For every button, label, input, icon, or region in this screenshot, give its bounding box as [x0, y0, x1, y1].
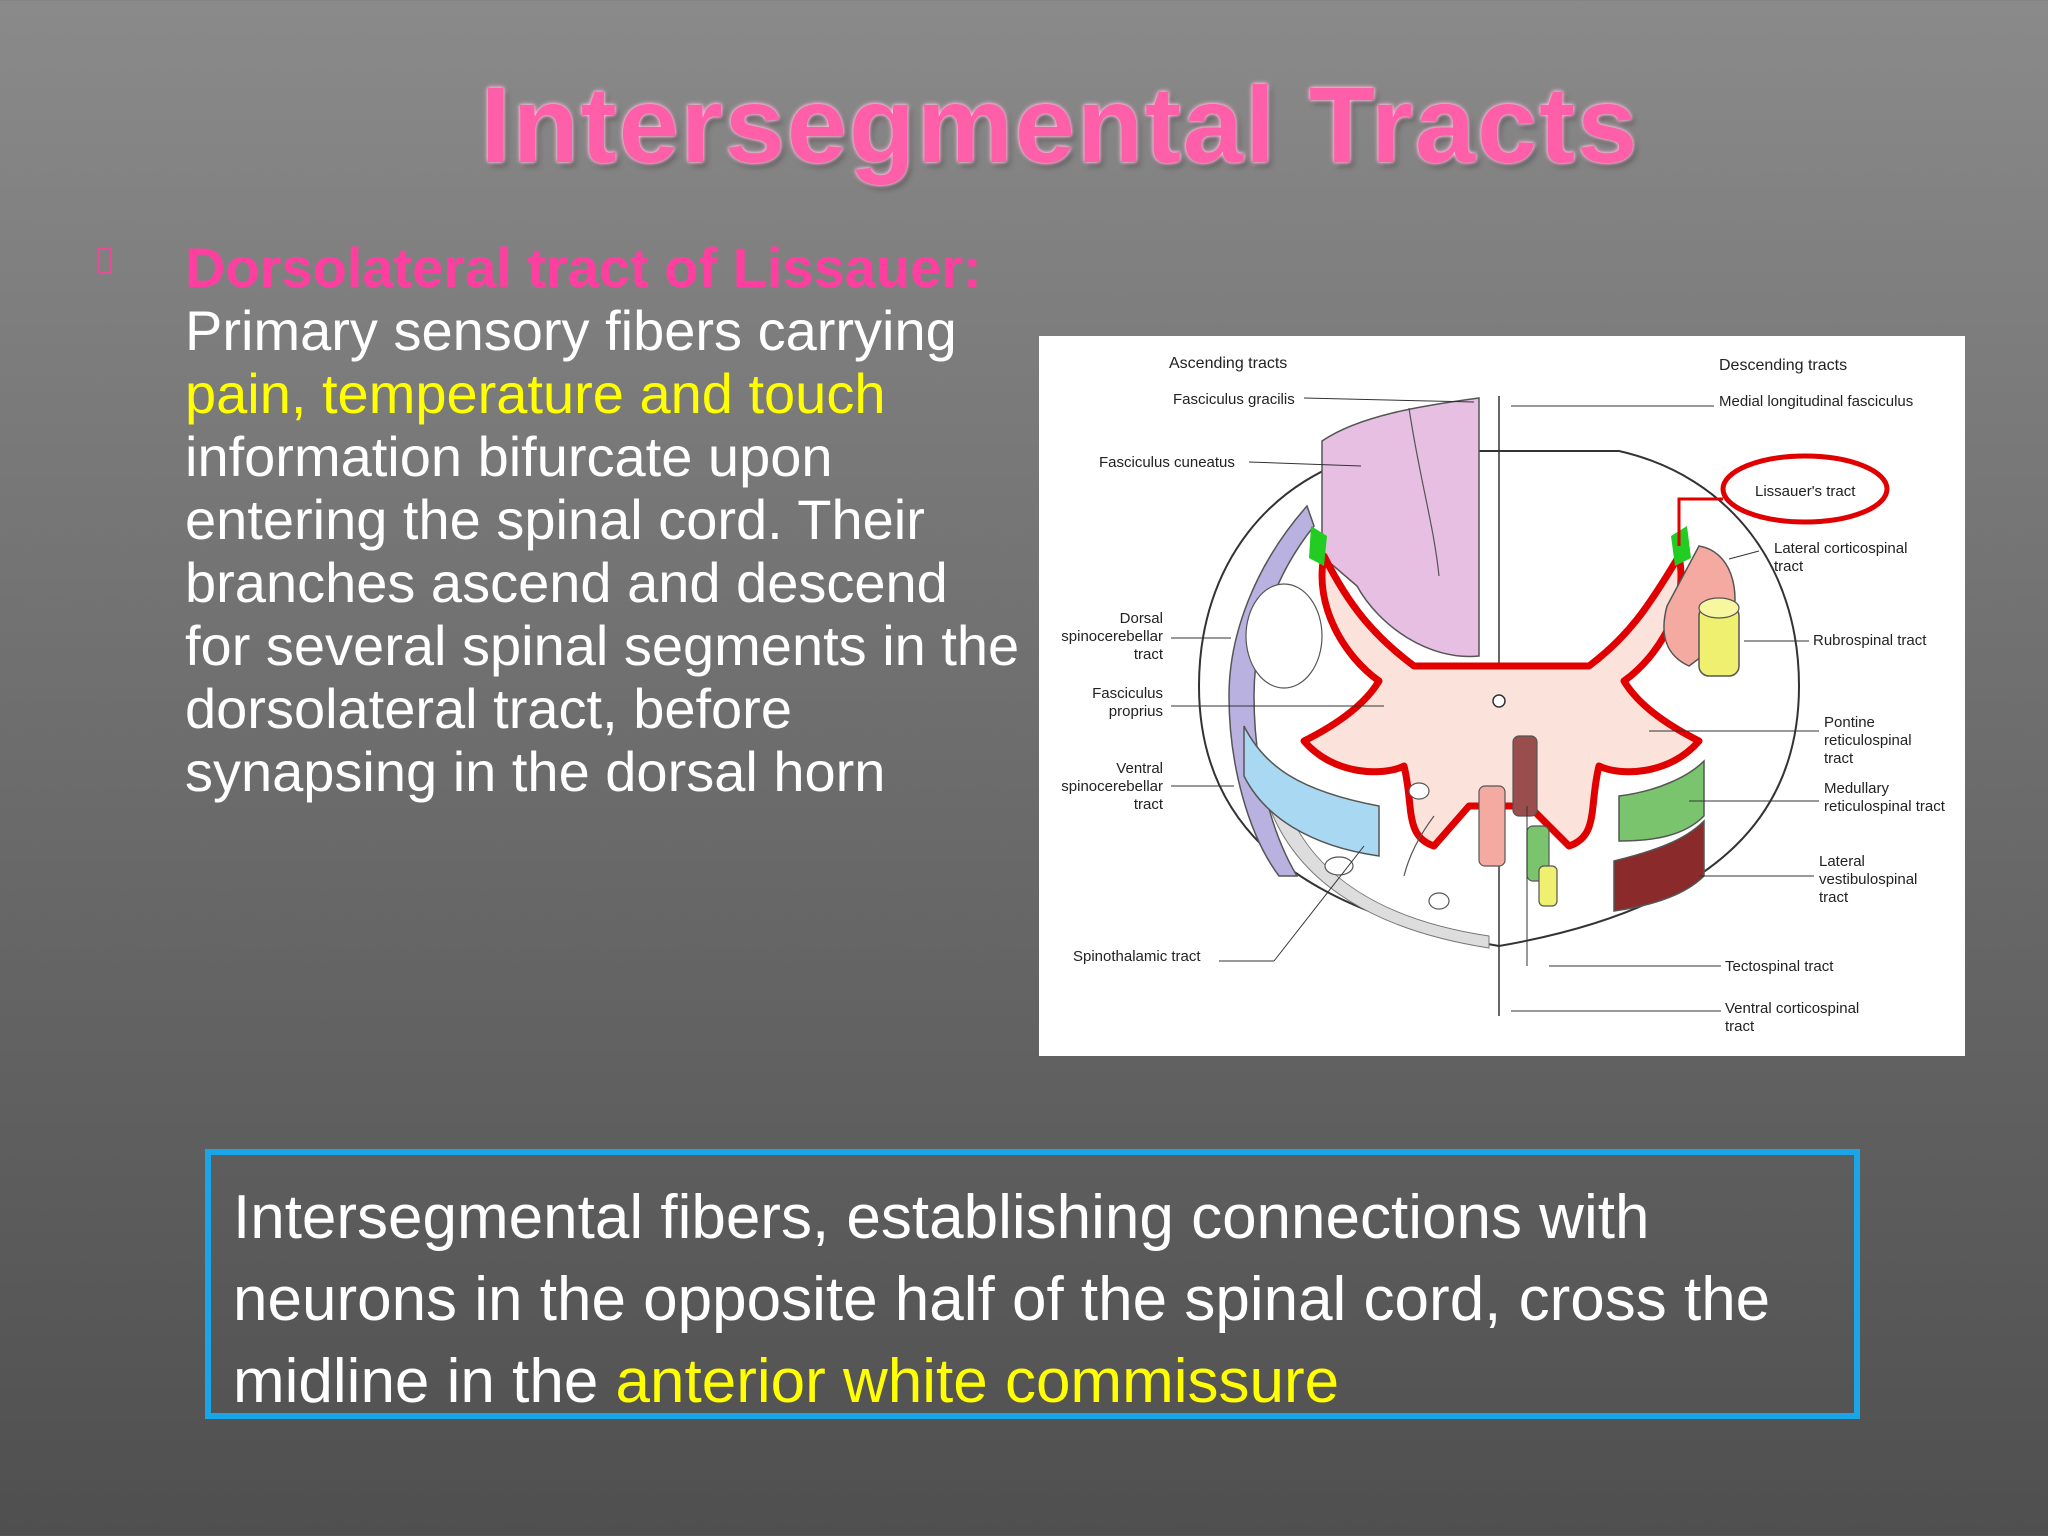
- tectospinal-region: [1478, 785, 1506, 867]
- label-lissauer: Lissauer's tract: [1755, 483, 1856, 500]
- label-medial-longitudinal: Medial longitudinal fasciculus: [1719, 393, 1913, 410]
- lissauer-pointer: [1677, 497, 1723, 546]
- label-medullary-2: reticulospinal tract: [1824, 798, 1946, 815]
- white-oval-1: [1245, 583, 1323, 689]
- cord-rim-dots: [1268, 800, 1490, 949]
- label-proprius-2: proprius: [1109, 703, 1163, 720]
- label-lateral-vs-2: vestibulospinal: [1819, 871, 1917, 888]
- bullet-text-part-1: Primary sensory fibers carrying: [185, 299, 957, 362]
- label-ventral-2: spinocerebellar: [1061, 778, 1163, 795]
- bullet-highlight: pain, temperature and touch: [185, 362, 886, 425]
- label-tectospinal: Tectospinal tract: [1725, 958, 1834, 975]
- lissauer-zone-right: [1671, 526, 1691, 566]
- label-ventral-cs-1: Ventral corticospinal: [1725, 1000, 1859, 1017]
- bullet-paragraph: Dorsolateral tract of Lissauer: Primary …: [185, 236, 1020, 803]
- label-pontine-2: reticulospinal: [1824, 732, 1912, 749]
- label-pontine-3: tract: [1824, 750, 1854, 767]
- lissauer-highlight-circle: [1720, 453, 1890, 525]
- callout-highlight: anterior white commissure: [615, 1347, 1340, 1416]
- ventral-spinocerebellar-region: [1243, 725, 1380, 857]
- label-dorsal-1: Dorsal: [1120, 610, 1163, 627]
- ventral-corticospinal-region: [1512, 735, 1538, 817]
- label-fasciculus-gracilis: Fasciculus gracilis: [1173, 391, 1295, 408]
- label-pontine-1: Pontine: [1824, 714, 1875, 731]
- lissauer-zone-left: [1309, 526, 1327, 566]
- label-lateral-vs-3: tract: [1819, 889, 1849, 906]
- leader-lines: [1171, 397, 1819, 1012]
- label-ventral-1: Ventral: [1116, 760, 1163, 777]
- bullet-marker-icon: [98, 248, 112, 274]
- small-yellow-region: [1538, 865, 1558, 907]
- central-canal: [1492, 694, 1506, 708]
- label-ventral-cs-2: tract: [1725, 1018, 1755, 1035]
- white-oval-2: [1408, 782, 1430, 800]
- label-lateral-cs-2: tract: [1774, 558, 1804, 575]
- bullet-term: Dorsolateral tract of Lissauer:: [185, 236, 982, 299]
- slide-title: Intersegmental Tracts: [480, 64, 1640, 185]
- callout-box: Intersegmental fibers, establishing conn…: [205, 1149, 1860, 1419]
- label-lateral-vs-1: Lateral: [1819, 853, 1865, 870]
- gracilis-divider: [1408, 407, 1440, 577]
- gracilis-region: [1321, 397, 1480, 658]
- white-oval-3: [1324, 856, 1354, 876]
- white-oval-4: [1428, 892, 1450, 910]
- rubrospinal-top: [1698, 597, 1740, 619]
- label-fasciculus-cuneatus: Fasciculus cuneatus: [1099, 454, 1235, 471]
- label-proprius-1: Fasciculus: [1092, 685, 1163, 702]
- callout-text: Intersegmental fibers, establishing conn…: [233, 1183, 1771, 1416]
- label-spinothalamic: Spinothalamic tract: [1073, 948, 1201, 965]
- white-streak: [1403, 815, 1435, 877]
- descending-heading: Descending tracts: [1719, 357, 1847, 374]
- label-dorsal-3: tract: [1134, 646, 1164, 663]
- ascending-heading: Ascending tracts: [1169, 355, 1287, 372]
- label-lateral-cs-1: Lateral corticospinal: [1774, 540, 1907, 557]
- spinal-cord-diagram: Ascending tracts Descending tracts Fasci…: [1039, 336, 1965, 1056]
- reticulospinal-region: [1618, 759, 1705, 842]
- bullet-text-part-2: information bifurcate upon entering the …: [185, 425, 1020, 803]
- spinal-cord-svg: Ascending tracts Descending tracts Fasci…: [1061, 355, 1946, 1035]
- label-ventral-3: tract: [1134, 796, 1164, 813]
- label-dorsal-2: spinocerebellar: [1061, 628, 1163, 645]
- label-medullary-1: Medullary: [1824, 780, 1890, 797]
- label-rubrospinal: Rubrospinal tract: [1813, 632, 1927, 649]
